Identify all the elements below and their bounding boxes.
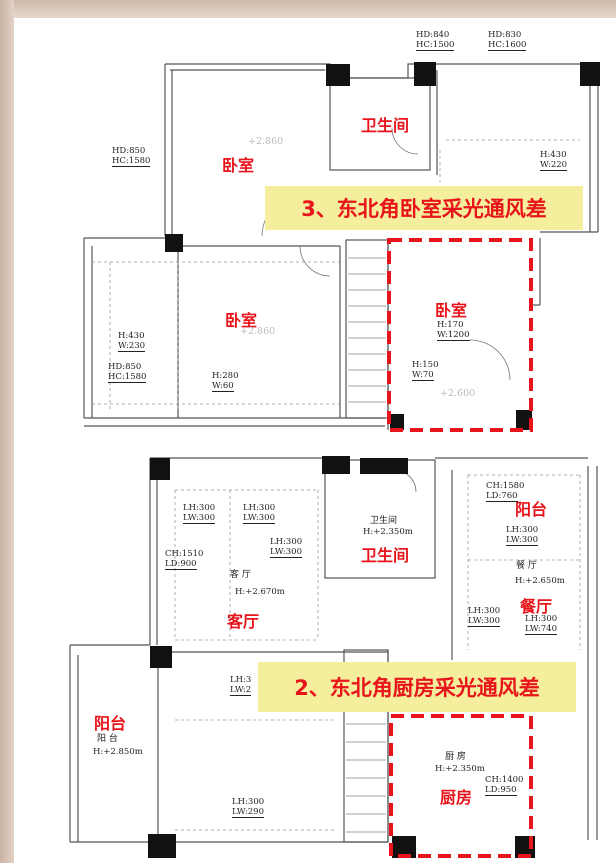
dim-lw: LW:300	[506, 535, 538, 546]
small-label-kitchen: 厨 房	[445, 752, 466, 762]
room-bathroom-bottom: 卫生间	[361, 546, 410, 565]
dim-lw: LW:740	[525, 624, 557, 635]
dim-hd: HD:840	[416, 30, 450, 40]
elevation-marker: +2.860	[248, 136, 284, 147]
dim-ld: LD:760	[486, 491, 518, 502]
dim-lw: LW:290	[232, 807, 264, 818]
dim-w: W:1200	[437, 330, 470, 341]
upper-floor-walls	[83, 63, 600, 430]
upper-stair-treads	[348, 257, 386, 403]
floor-plan-paper	[14, 18, 616, 863]
room-dining: 餐厅	[520, 597, 553, 616]
dim-lh: LH:300	[270, 537, 303, 547]
height-label: H:+2.350m	[435, 764, 485, 774]
dim-lh: LH:300	[525, 614, 558, 624]
dim-hd: HD:850	[108, 362, 142, 372]
dim-lh: LH:300	[506, 525, 539, 535]
dim-lh: LH:300	[183, 503, 216, 513]
lower-floor-walls	[69, 457, 598, 843]
dim-ld: LD:950	[485, 785, 517, 796]
height-label: H:+2.850m	[93, 747, 143, 757]
structural-columns	[148, 62, 600, 858]
room-bedroom-left: 卧室	[222, 156, 255, 175]
elevation-marker: +2.600	[440, 388, 476, 399]
height-label: H:+2.670m	[235, 587, 285, 597]
photo-frame-left	[0, 0, 14, 863]
dim-h: H:170	[437, 320, 464, 330]
dim-w: W:70	[412, 370, 434, 381]
dim-lw: LW:2	[230, 685, 252, 696]
height-label: H:+2.350m	[363, 527, 413, 537]
small-label-bathroom: 卫生间	[370, 516, 398, 526]
dim-hc: HC:1600	[488, 40, 527, 51]
dim-w: W:60	[212, 381, 234, 392]
dim-ch: CH:1580	[486, 481, 525, 491]
lower-dashed-guides	[174, 474, 581, 831]
dim-lw: LW:300	[183, 513, 215, 524]
dim-hd: HD:850	[112, 146, 146, 156]
banner-bottom-kitchen: 2、东北角厨房采光通风差	[258, 662, 576, 712]
small-label-balcony: 阳 台	[97, 734, 118, 744]
dim-hc: HC:1580	[112, 156, 151, 167]
dim-hc: HC:1500	[416, 40, 455, 51]
dim-lh: LH:300	[232, 797, 265, 807]
elevation-marker: +2.860	[240, 326, 276, 337]
dim-lw: LW:300	[468, 616, 500, 627]
dim-h: H:280	[212, 371, 239, 381]
dim-lw: LW:300	[270, 547, 302, 558]
dim-lh: LH:300	[468, 606, 501, 616]
small-label-dining: 餐 厅	[516, 561, 537, 571]
upper-doors	[261, 127, 511, 381]
dim-w: W:220	[540, 160, 568, 171]
photo-frame-top	[0, 0, 616, 18]
dim-h: H:430	[540, 150, 567, 160]
room-bathroom-top: 卫生间	[361, 116, 410, 135]
highlight-boxes	[387, 238, 533, 858]
room-balcony-w: 阳台	[94, 714, 127, 733]
dim-hd: HD:830	[488, 30, 522, 40]
banner-top-bedroom: 3、东北角卧室采光通风差	[265, 186, 583, 230]
dim-ch: CH:1400	[485, 775, 524, 785]
room-balcony-ne: 阳台	[515, 500, 548, 519]
dim-hc: HC:1580	[108, 372, 147, 383]
room-bedroom-mid: 卧室	[225, 311, 258, 330]
height-label: H:+2.650m	[515, 576, 565, 586]
dim-ld: LD:900	[165, 559, 197, 570]
small-label-living: 客 厅	[230, 570, 251, 580]
room-bedroom-ne: 卧室	[435, 301, 468, 320]
dim-w: W:230	[118, 341, 146, 352]
dim-lw: LW:300	[243, 513, 275, 524]
dim-lh: LH:3	[230, 675, 252, 685]
dim-h: H:430	[118, 331, 145, 341]
room-living: 客厅	[227, 612, 260, 631]
dim-ch: CH:1510	[165, 549, 204, 559]
dim-lh: LH:300	[243, 503, 276, 513]
room-kitchen: 厨房	[440, 788, 473, 807]
dim-h: H:150	[412, 360, 439, 370]
